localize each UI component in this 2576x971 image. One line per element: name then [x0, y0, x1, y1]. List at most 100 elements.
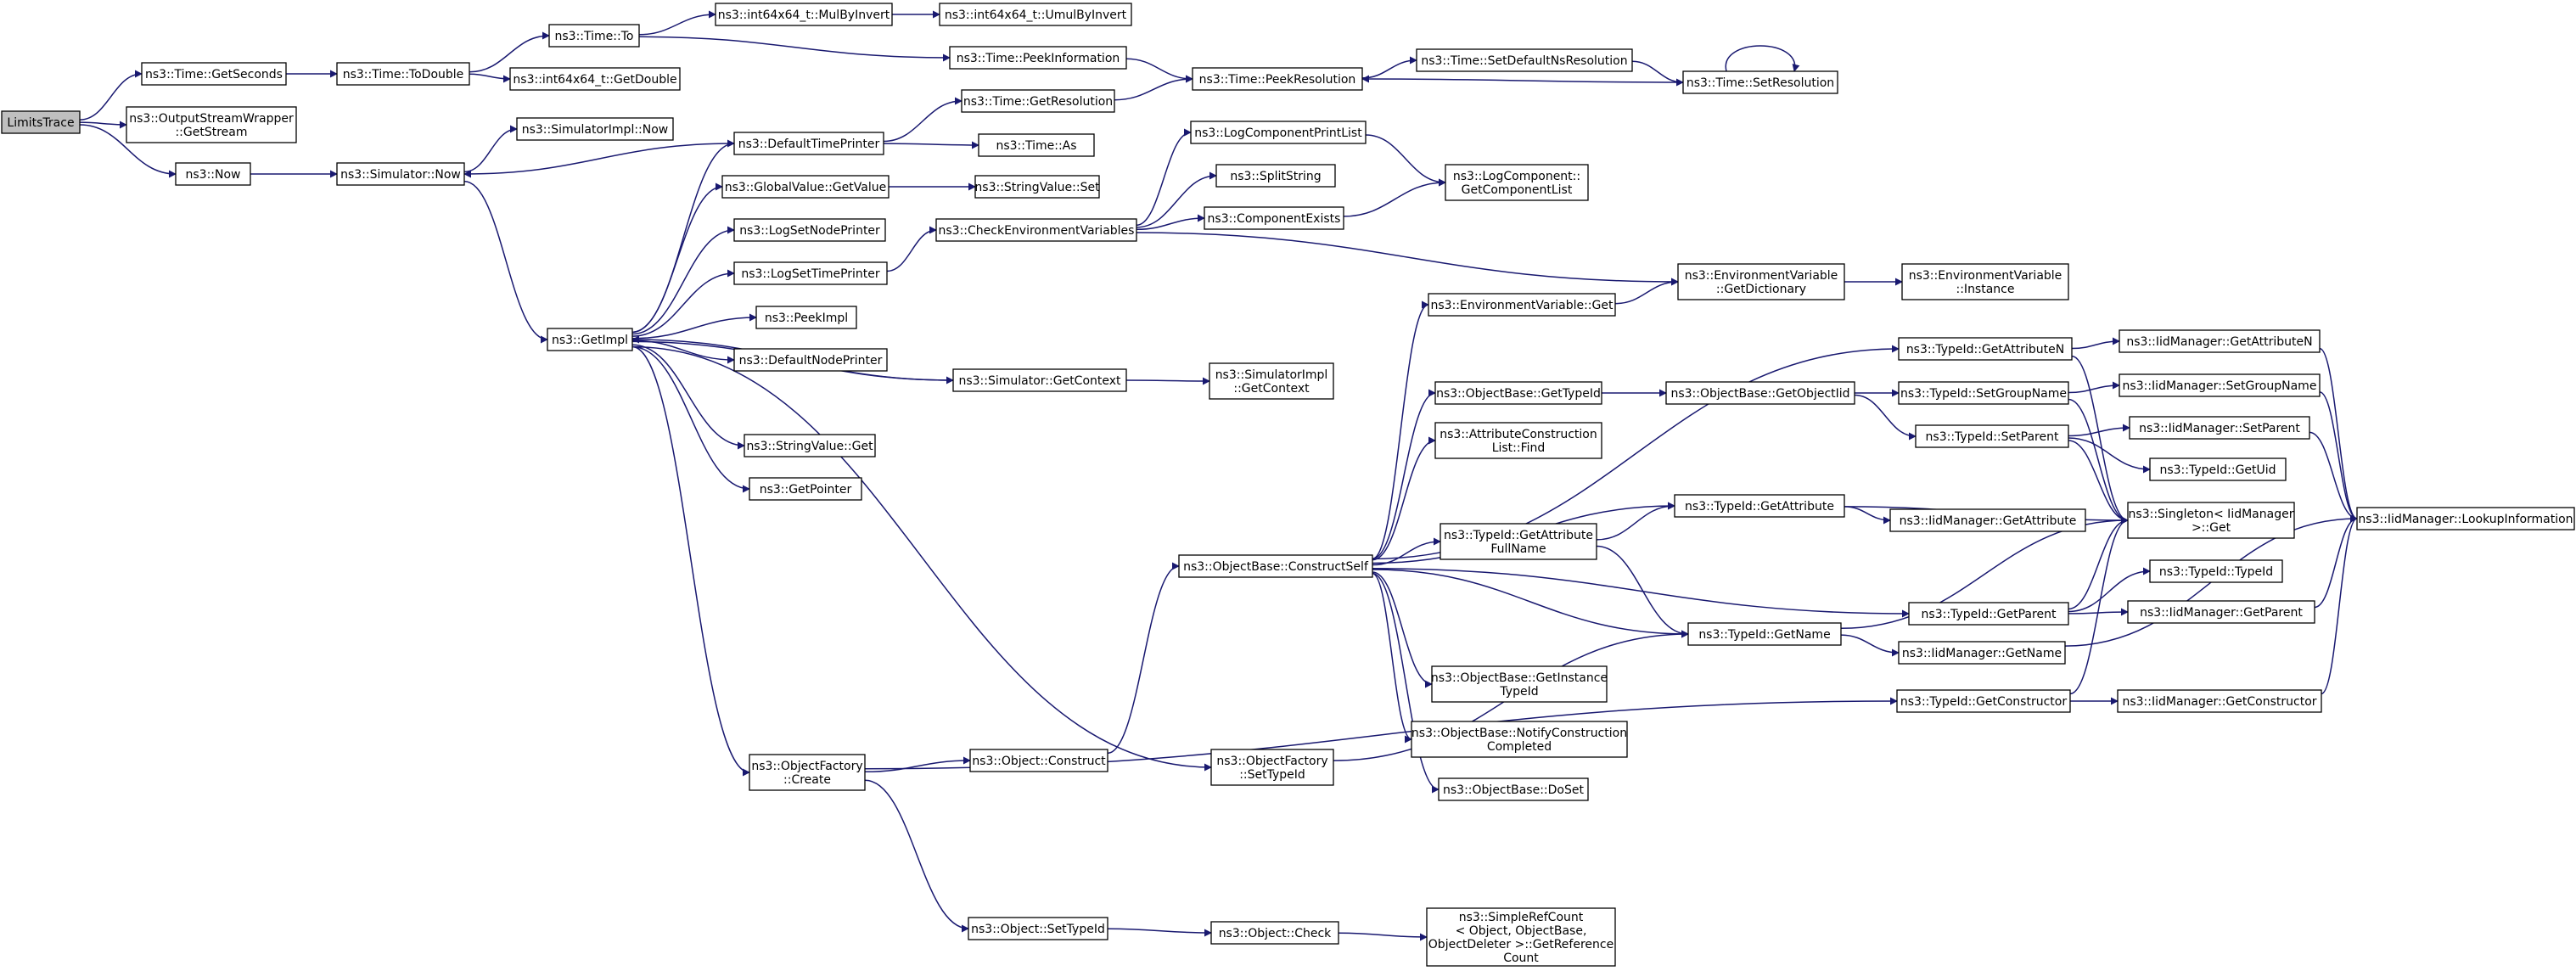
node-setres[interactable]: ns3::Time::SetResolution — [1682, 70, 1838, 94]
node-box — [1426, 907, 1616, 967]
node-lognodeprinter[interactable]: ns3::LogSetNodePrinter — [733, 218, 886, 242]
node-label: ns3::EnvironmentVariable::Get — [1431, 299, 1614, 312]
node-box — [1, 110, 81, 134]
node-lookup[interactable]: ns3::IidManager::LookupInformation — [2356, 507, 2575, 530]
edge-tidgetattrn-to-singleton — [2071, 355, 2129, 525]
node-setdefns[interactable]: ns3::Time::SetDefaultNsResolution — [1416, 48, 1633, 72]
node-iidsetparent[interactable]: ns3::IidManager::SetParent — [2129, 416, 2310, 440]
node-limits[interactable]: LimitsTrace — [1, 110, 81, 134]
node-obgetobjtid[interactable]: ns3::ObjectBase::GetObjectIid — [1665, 381, 1855, 405]
node-logtimeprinter[interactable]: ns3::LogSetTimePrinter — [733, 261, 888, 285]
node-svget[interactable]: ns3::StringValue::Get — [744, 434, 876, 457]
node-label: ns3::TypeId::GetParent — [1922, 608, 2057, 621]
node-peekinfo[interactable]: ns3::Time::PeekInformation — [949, 46, 1127, 70]
node-tidgetname[interactable]: ns3::TypeId::GetName — [1687, 622, 1842, 646]
node-osw[interactable]: ns3::OutputStreamWrapper::GetStream — [126, 106, 297, 143]
node-ofcreate[interactable]: ns3::ObjectFactory::Create — [749, 754, 866, 791]
edge-objconstruct-to-construct_self — [1107, 562, 1180, 755]
edge-deftimeprinter-to-timeas — [883, 141, 979, 149]
node-simplerefcount[interactable]: ns3::SimpleRefCount< Object, ObjectBase,… — [1426, 907, 1616, 967]
node-box — [968, 917, 1108, 940]
node-box — [1898, 337, 2073, 361]
node-box — [126, 106, 297, 143]
node-compexists[interactable]: ns3::ComponentExists — [1204, 206, 1344, 230]
node-iidgetattrn[interactable]: ns3::IidManager::GetAttributeN — [2119, 329, 2321, 353]
node-iidgetparent[interactable]: ns3::IidManager::GetParent — [2127, 600, 2315, 624]
node-timeto[interactable]: ns3::Time::To — [548, 24, 640, 48]
node-simnow[interactable]: ns3::Simulator::Now — [336, 162, 465, 186]
edge-checkenv-to-compexists — [1136, 214, 1205, 231]
edge-tidgetname-to-iidgetname — [1840, 634, 1900, 657]
node-label: ns3::OutputStreamWrapper — [129, 112, 294, 126]
node-iidgetname[interactable]: ns3::IidManager::GetName — [1898, 641, 2066, 665]
node-envget[interactable]: ns3::EnvironmentVariable::Get — [1428, 293, 1616, 317]
node-deftimeprinter[interactable]: ns3::DefaultTimePrinter — [733, 132, 884, 155]
node-timeas[interactable]: ns3::Time::As — [978, 133, 1095, 157]
node-defnodeprinter[interactable]: ns3::DefaultNodePrinter — [733, 348, 888, 372]
node-obnotify[interactable]: ns3::ObjectBase::NotifyConstructionCompl… — [1411, 721, 1628, 758]
node-tidgetuid[interactable]: ns3::TypeId::GetUid — [2149, 457, 2287, 481]
node-tidgetctor[interactable]: ns3::TypeId::GetConstructor — [1896, 689, 2071, 713]
node-envgetdict[interactable]: ns3::EnvironmentVariable::GetDictionary — [1677, 263, 1845, 300]
edge-logtimeprinter-to-checkenv — [886, 226, 937, 272]
node-label: ns3::Time::PeekInformation — [957, 52, 1120, 65]
node-umulbyinvert[interactable]: ns3::int64x64_t::UmulByInvert — [939, 3, 1132, 26]
node-box — [2149, 457, 2287, 481]
node-envinstance[interactable]: ns3::EnvironmentVariable::Instance — [1901, 263, 2069, 300]
node-mulbyinvert[interactable]: ns3::int64x64_t::MulByInvert — [715, 3, 893, 26]
node-logprintlist[interactable]: ns3::LogComponentPrintList — [1190, 121, 1367, 144]
node-label: ns3::int64x64_t::GetDouble — [513, 73, 676, 87]
node-peekimpl[interactable]: ns3::PeekImpl — [755, 306, 857, 329]
node-tidgetattrn[interactable]: ns3::TypeId::GetAttributeN — [1898, 337, 2073, 361]
node-singleton[interactable]: ns3::Singleton< IidManager >::Get — [2127, 502, 2295, 539]
node-box — [1665, 381, 1855, 405]
node-tidsetgroup[interactable]: ns3::TypeId::SetGroupName — [1898, 381, 2069, 405]
node-tidtypeid[interactable]: ns3::TypeId::TypeId — [2149, 559, 2283, 583]
node-box — [141, 62, 287, 86]
edge-construct_self-to-acfind — [1372, 436, 1436, 561]
node-construct_self[interactable]: ns3::ObjectBase::ConstructSelf — [1178, 554, 1373, 578]
node-objcheck[interactable]: ns3::Object::Check — [1210, 921, 1339, 945]
node-objconstruct[interactable]: ns3::Object::Construct — [969, 749, 1108, 772]
node-tidgetparent[interactable]: ns3::TypeId::GetParent — [1908, 602, 2069, 626]
edge-envget-to-envgetdict — [1614, 278, 1679, 305]
node-now[interactable]: ns3::Now — [175, 162, 251, 186]
node-todouble[interactable]: ns3::Time::ToDouble — [336, 62, 470, 86]
node-box — [733, 132, 884, 155]
node-getimpl[interactable]: ns3::GetImpl — [547, 328, 633, 351]
edge-ofcreate-to-objconstruct — [864, 756, 971, 773]
node-svset[interactable]: ns3::StringValue::Set — [974, 175, 1100, 199]
node-i64getdouble[interactable]: ns3::int64x64_t::GetDouble — [509, 67, 681, 91]
node-getpointer[interactable]: ns3::GetPointer — [749, 477, 862, 501]
node-box — [547, 328, 633, 351]
node-iidgetctor[interactable]: ns3::IidManager::GetConstructor — [2117, 689, 2322, 713]
edge-construct_self-to-obdoset — [1372, 572, 1440, 794]
node-getseconds[interactable]: ns3::Time::GetSeconds — [141, 62, 287, 86]
node-logcomplist[interactable]: ns3::LogComponent::GetComponentList — [1445, 164, 1589, 201]
node-simimplnow[interactable]: ns3::SimulatorImpl::Now — [516, 117, 674, 141]
node-objsettypeid[interactable]: ns3::Object::SetTypeId — [968, 917, 1108, 940]
node-obgettypeid[interactable]: ns3::ObjectBase::GetTypeId — [1434, 381, 1602, 405]
node-splitstring[interactable]: ns3::SplitString — [1215, 164, 1336, 188]
node-simgetcontext[interactable]: ns3::Simulator::GetContext — [952, 368, 1127, 392]
node-obdoset[interactable]: ns3::ObjectBase::DoSet — [1438, 777, 1589, 801]
node-getres[interactable]: ns3::Time::GetResolution — [961, 89, 1115, 113]
node-iidsetgroup[interactable]: ns3::IidManager::SetGroupName — [2119, 373, 2321, 397]
node-tidsetparent[interactable]: ns3::TypeId::SetParent — [1915, 424, 2069, 448]
node-tidgetattr[interactable]: ns3::TypeId::GetAttribute — [1674, 494, 1845, 518]
node-box — [733, 348, 888, 372]
node-gvgetvalue[interactable]: ns3::GlobalValue::GetValue — [721, 175, 890, 199]
node-box — [1687, 622, 1842, 646]
edge-logprintlist-to-logcomplist — [1365, 134, 1446, 187]
node-ofsettypeid[interactable]: ns3::ObjectFactory::SetTypeId — [1210, 749, 1334, 786]
edge-timeto-to-peekinfo — [638, 36, 951, 62]
node-iidgetattr[interactable]: ns3::IidManager::GetAttribute — [1889, 508, 2086, 532]
node-checkenv[interactable]: ns3::CheckEnvironmentVariables — [935, 218, 1137, 242]
node-peekres[interactable]: ns3::Time::PeekResolution — [1192, 67, 1363, 91]
node-simimplgetcontext[interactable]: ns3::SimulatorImpl::GetContext — [1209, 362, 1334, 400]
edge-iidgetattrn-to-lookup — [2319, 347, 2358, 523]
edge-tidsetparent-to-iidsetparent — [2068, 424, 2130, 437]
